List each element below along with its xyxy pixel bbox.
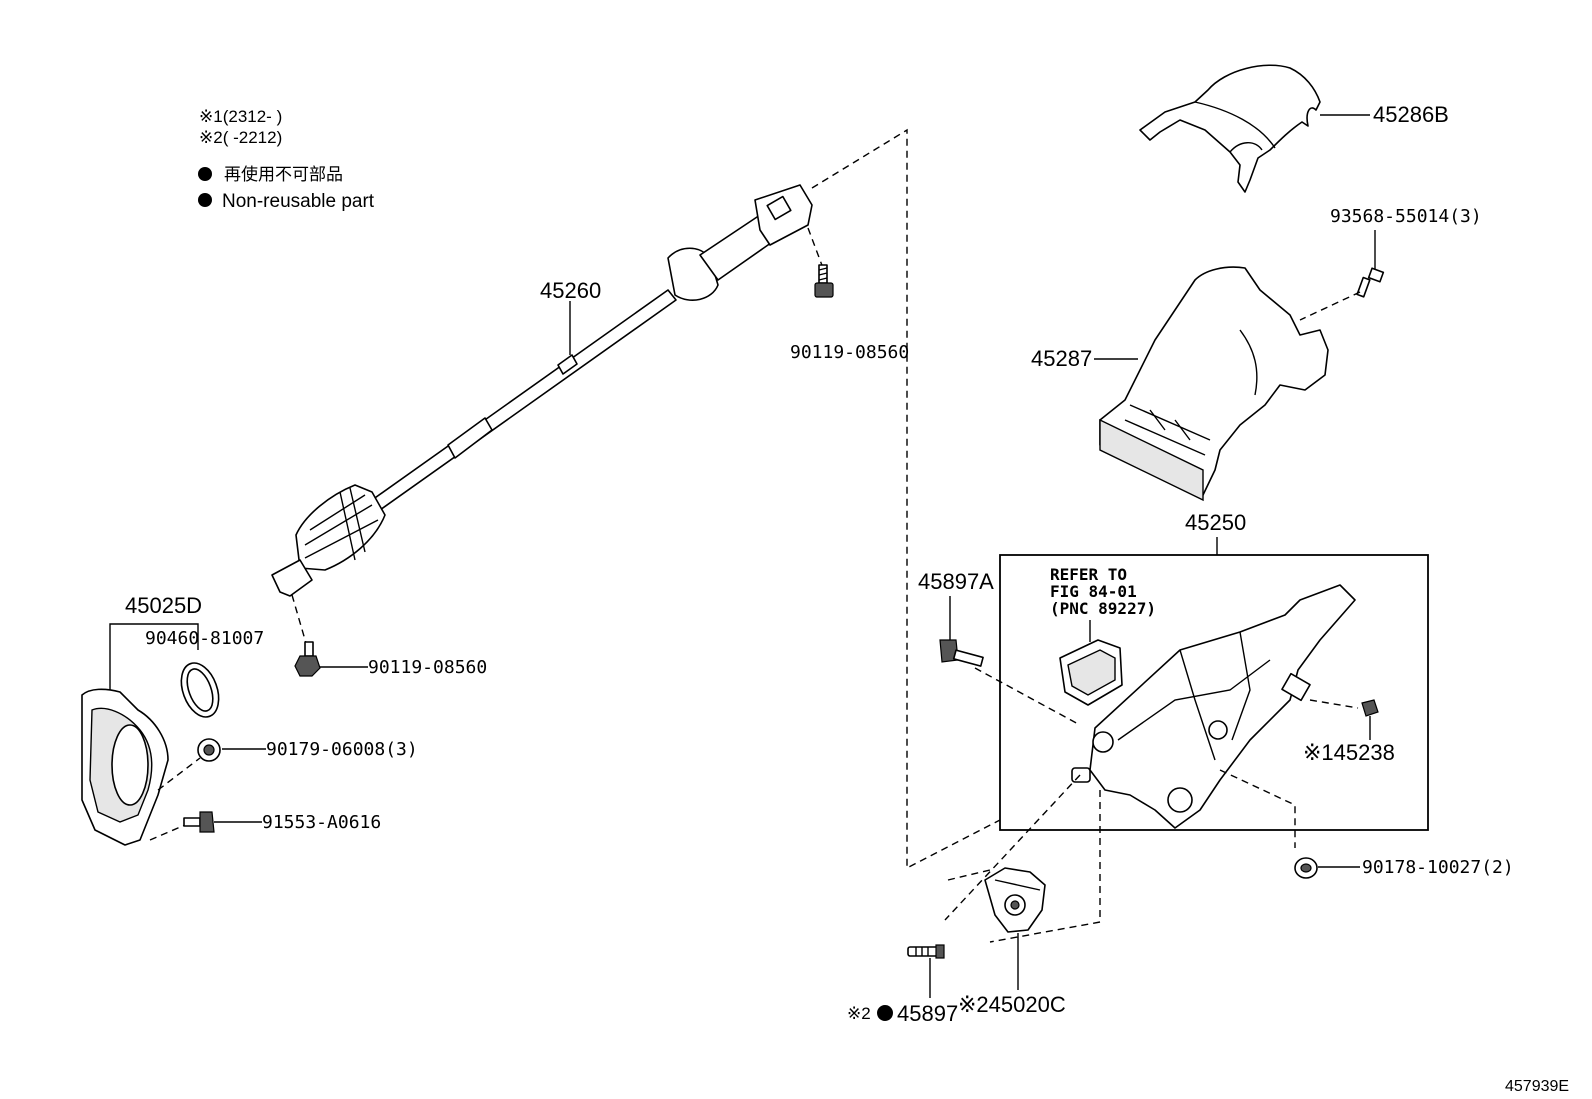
label-90179-06008: 90179-06008(3) xyxy=(266,739,418,760)
bolt-45897a[interactable] xyxy=(939,639,984,667)
ring-90460-81007[interactable] xyxy=(174,658,225,722)
refer-to-line-2: FIG 84-01 xyxy=(1050,582,1137,601)
label-45260: 45260 xyxy=(540,278,601,303)
steering-column-45250[interactable] xyxy=(1071,584,1356,829)
screw-45238[interactable] xyxy=(1361,699,1379,717)
label-45897-prefix: ※2 xyxy=(847,1004,871,1023)
label-45020c: ※245020C xyxy=(958,992,1066,1017)
legend-nonreusable-jp: 再使用不可部品 xyxy=(224,164,343,184)
bracket-45020c[interactable] xyxy=(984,867,1046,933)
label-45897a: 45897A xyxy=(918,569,994,594)
label-90178-10027: 90178-10027(2) xyxy=(1362,857,1514,878)
label-45287: 45287 xyxy=(1031,346,1092,371)
hole-cover-45025d[interactable] xyxy=(81,688,169,846)
bolt-45897[interactable] xyxy=(907,944,945,959)
label-45025d: 45025D xyxy=(125,593,202,618)
lower-column-cover-45287[interactable] xyxy=(1099,266,1329,502)
label-90119-08560-upper: 90119-08560 xyxy=(790,342,909,363)
bullet-icon xyxy=(198,193,212,207)
bullet-icon xyxy=(198,167,212,181)
legend: ※1(2312- ) ※2( -2212) 再使用不可部品 Non-reusab… xyxy=(198,107,375,212)
bolt-90119-08560-lower[interactable] xyxy=(294,641,321,677)
bolt-90119-08560-upper[interactable] xyxy=(814,264,834,298)
nut-90178-10027[interactable] xyxy=(1294,857,1318,879)
label-45286b: 45286B xyxy=(1373,102,1449,127)
upper-column-cover-45286b[interactable] xyxy=(1139,64,1321,193)
label-45250: 45250 xyxy=(1185,510,1246,535)
sensor-module[interactable] xyxy=(1059,639,1123,706)
refer-to-line-1: REFER TO xyxy=(1050,565,1127,584)
label-93568-55014: 93568-55014(3) xyxy=(1330,206,1482,227)
bolt-91553-a0616[interactable] xyxy=(183,811,215,833)
label-45238: ※145238 xyxy=(1303,740,1395,765)
refer-to-line-3: (PNC 89227) xyxy=(1050,599,1156,618)
figure-id: 457939E xyxy=(1505,1078,1569,1095)
screw-93568-55014[interactable] xyxy=(1356,267,1385,298)
label-45897: 45897 xyxy=(897,1001,958,1026)
legend-note-1: ※1(2312- ) xyxy=(199,107,282,126)
legend-nonreusable-en: Non-reusable part xyxy=(222,191,375,212)
bullet-icon xyxy=(877,1005,893,1021)
label-90119-08560-lower: 90119-08560 xyxy=(368,657,487,678)
nut-90179-06008[interactable] xyxy=(197,738,221,762)
label-91553-a0616: 91553-A0616 xyxy=(262,812,381,833)
column-assembly-box xyxy=(999,554,1429,831)
label-90460-81007: 90460-81007 xyxy=(145,628,264,649)
intermediate-shaft-45260[interactable] xyxy=(271,184,813,597)
legend-note-2: ※2( -2212) xyxy=(199,128,282,147)
